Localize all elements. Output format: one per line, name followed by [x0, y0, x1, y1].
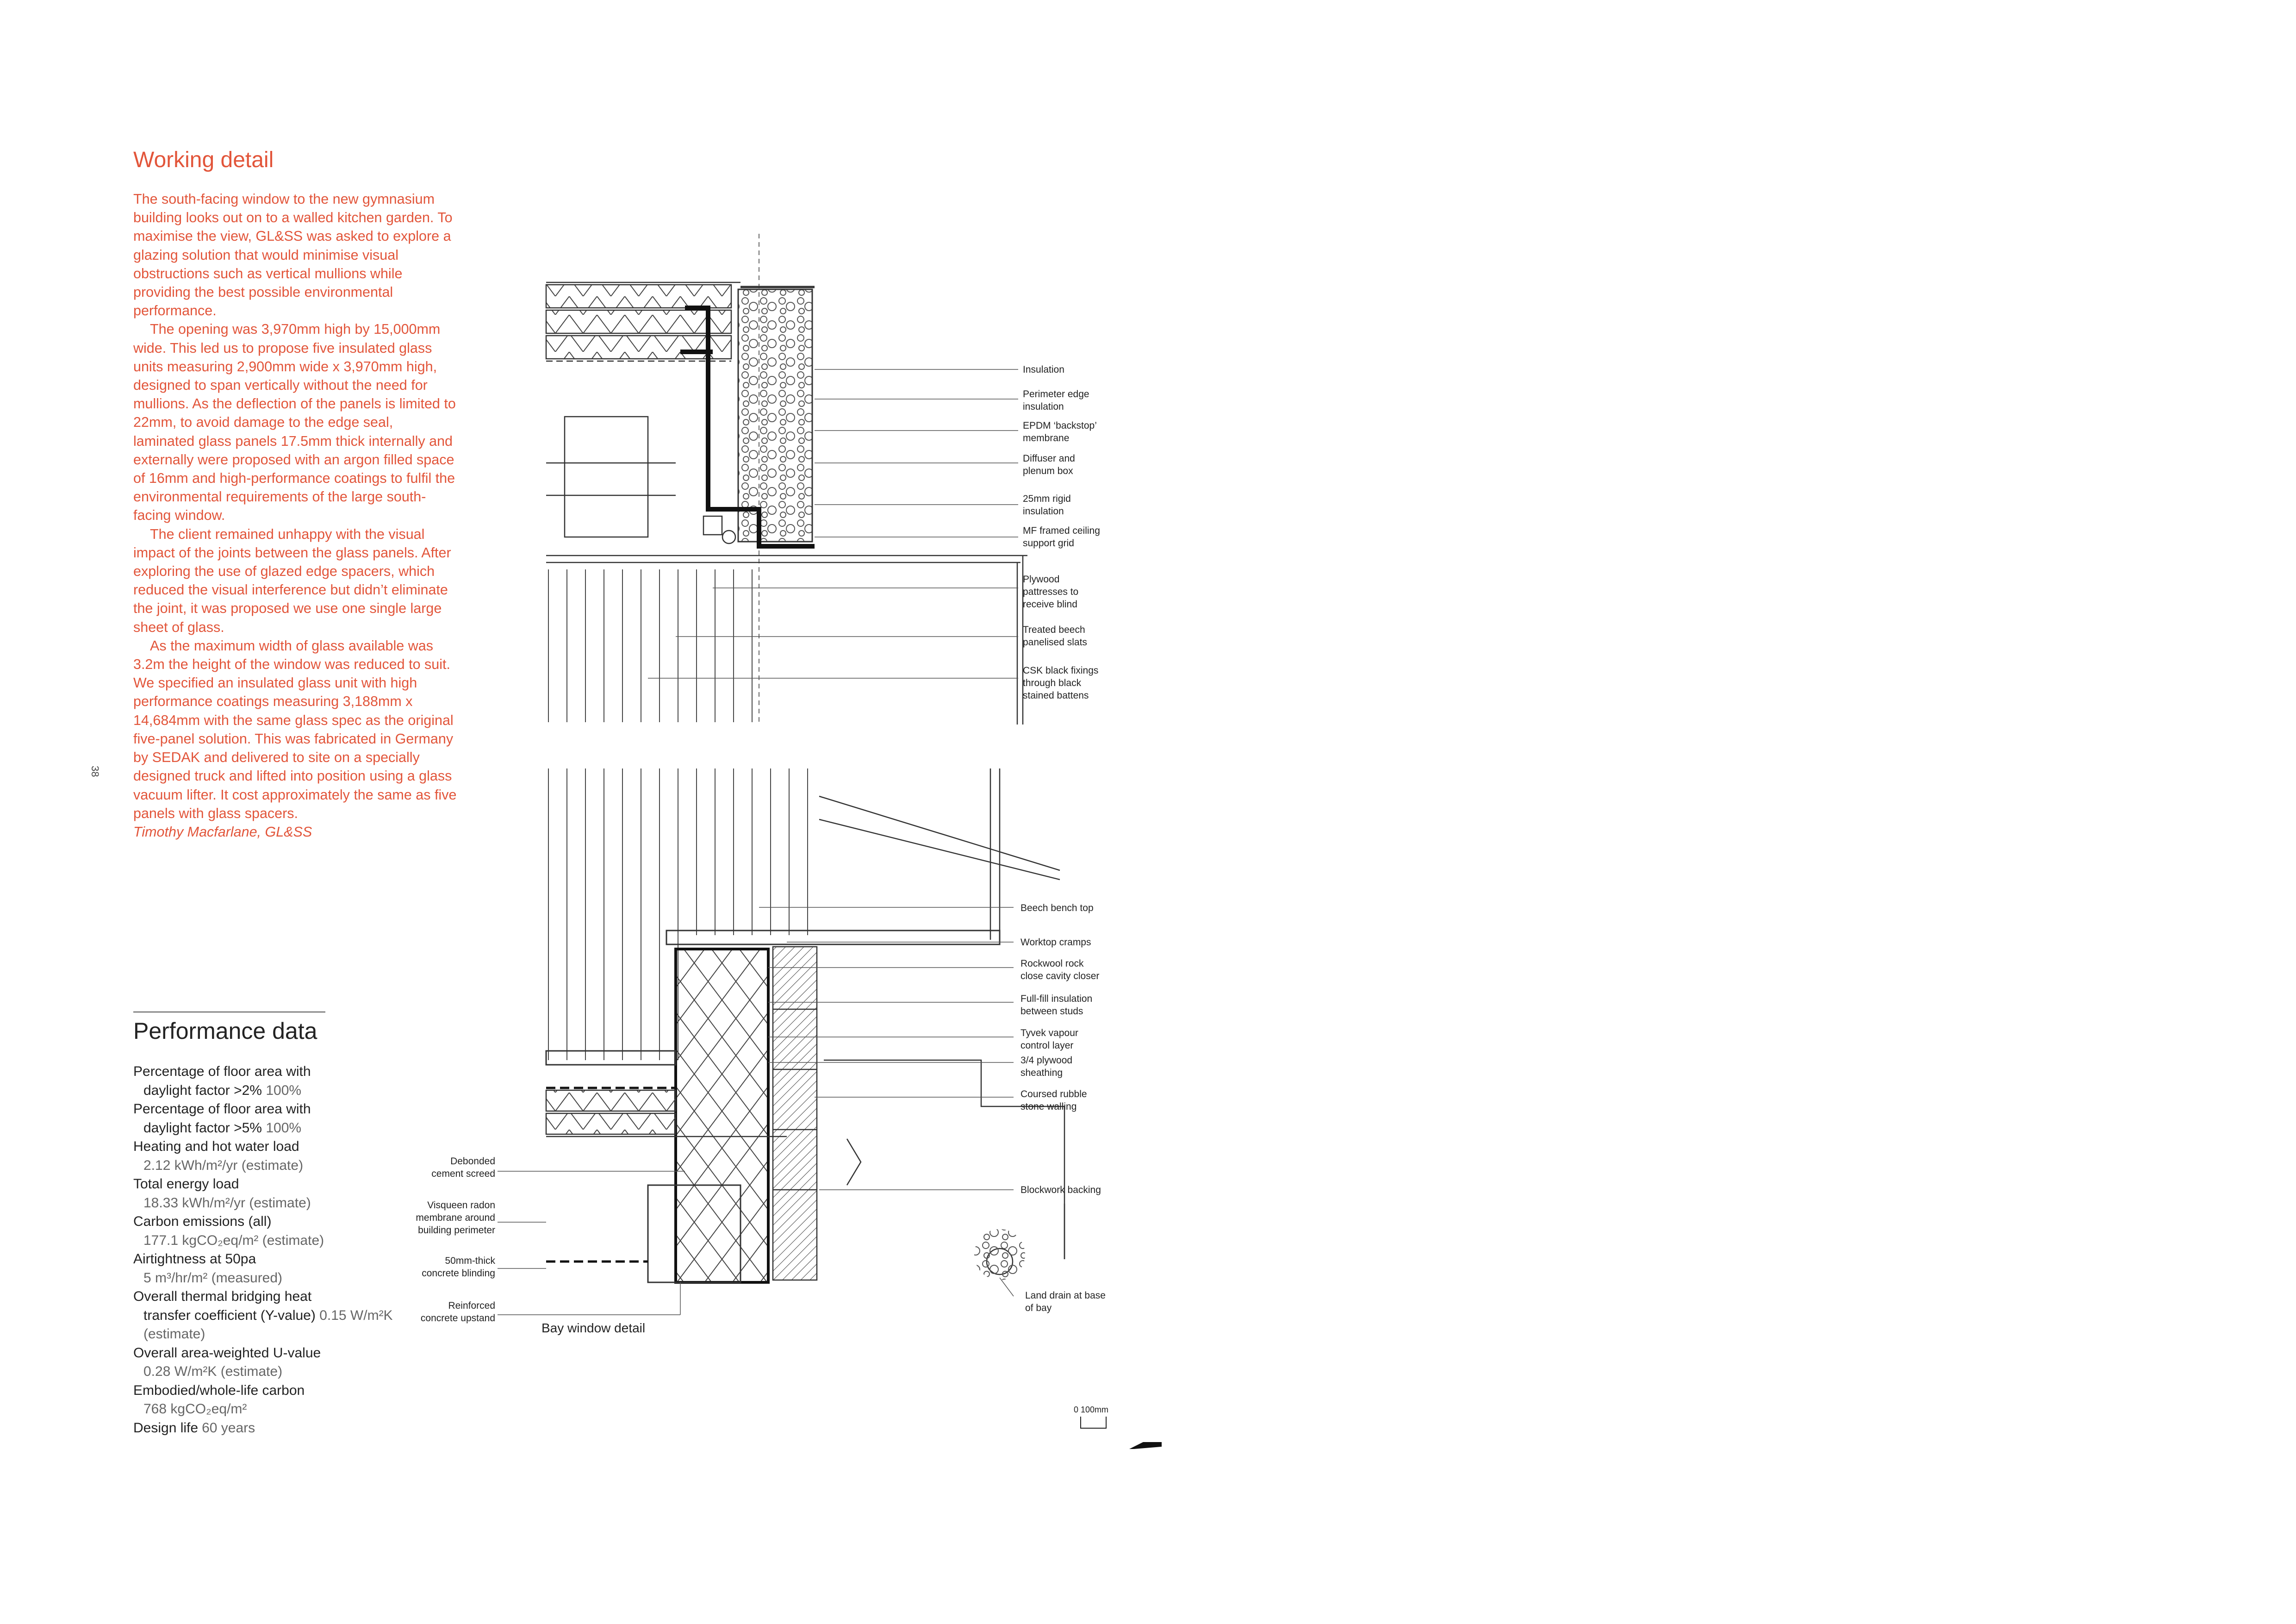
performance-item: Overall thermal bridging heat transfer co…	[133, 1287, 411, 1344]
performance-item-label: Embodied/whole-life carbon	[133, 1382, 305, 1398]
performance-item-label: Percentage of floor area with	[133, 1064, 311, 1079]
label-radon-membrane: Visqueen radon membrane around building …	[416, 1200, 495, 1236]
lower-section	[545, 768, 1065, 1284]
performance-item-detail: 18.33 kWh/m²/yr (estimate)	[133, 1194, 411, 1213]
label-csk-fixings: CSK black fixings through black stained …	[1023, 665, 1099, 701]
performance-item: Percentage of floor area with daylight fa…	[133, 1062, 411, 1100]
performance-item-label: Percentage of floor area with	[133, 1101, 311, 1117]
label-beech-slats: Treated beech panelised slats	[1023, 625, 1087, 648]
label-rockwool-closer: Rockwool rock close cavity closer	[1020, 958, 1100, 981]
label-blockwork-backing: Blockwork backing	[1020, 1185, 1101, 1195]
label-insulation: Insulation	[1023, 364, 1064, 375]
label-rubble-stone: Coursed rubble stone walling	[1020, 1089, 1087, 1112]
label-perimeter-edge-insulation: Perimeter edge insulation	[1023, 389, 1089, 412]
performance-item-detail: 5 m³/hr/m² (measured)	[133, 1269, 411, 1288]
performance-item: Embodied/whole-life carbon 768 kgCO₂eq/m²	[133, 1381, 411, 1419]
performance-item-detail: 2.12 kWh/m²/yr (estimate)	[133, 1156, 411, 1175]
label-worktop-cramps: Worktop cramps	[1020, 937, 1091, 948]
performance-item: Percentage of floor area with daylight fa…	[133, 1100, 411, 1137]
label-concrete-upstand: Reinforced concrete upstand	[420, 1300, 495, 1324]
working-detail-paragraph-3: The client remained unhappy with the vis…	[133, 526, 451, 635]
drawing-caption: Bay window detail	[541, 1321, 646, 1335]
label-rigid-insulation: 25mm rigid insulation	[1023, 493, 1071, 517]
label-full-fill-insulation: Full-fill insulation between studs	[1020, 993, 1093, 1017]
performance-item: Total energy load 18.33 kWh/m²/yr (estima…	[133, 1175, 411, 1212]
leader-lines-right	[648, 369, 1018, 1297]
performance-item-detail: 0.28 W/m²K (estimate)	[133, 1362, 411, 1381]
performance-item-value: 768 kgCO₂eq/m²	[143, 1401, 247, 1417]
performance-item-label-continued: daylight factor >5%	[143, 1120, 262, 1136]
working-detail-body: The south-facing window to the new gymna…	[133, 190, 457, 841]
performance-item-label: Design life	[133, 1420, 199, 1436]
performance-item-value: 60 years	[202, 1420, 255, 1436]
label-diffuser-plenum: Diffuser and plenum box	[1023, 453, 1075, 476]
performance-item-detail: 60 years	[198, 1420, 255, 1436]
label-plywood-pattresses: Plywood pattresses to receive blind	[1023, 574, 1079, 610]
performance-title: Performance data	[133, 1018, 317, 1044]
performance-item-value: 5 m³/hr/m² (measured)	[143, 1270, 283, 1286]
label-plywood-sheathing: 3/4 plywood sheathing	[1020, 1055, 1073, 1078]
performance-item-value: 0.15 W/m²K (estimate)	[143, 1307, 393, 1342]
performance-item-detail: daylight factor >2% 100%	[133, 1081, 411, 1100]
performance-item-label-continued: daylight factor >2%	[143, 1082, 262, 1098]
performance-item: Airtightness at 50pa 5 m³/hr/m² (measured…	[133, 1250, 411, 1287]
working-detail-paragraph-4: As the maximum width of glass available …	[133, 637, 457, 821]
performance-item-detail: daylight factor >5% 100%	[133, 1119, 411, 1138]
performance-item-value: 2.12 kWh/m²/yr (estimate)	[143, 1157, 304, 1173]
performance-item-value: 100%	[266, 1082, 302, 1098]
performance-item-value: 18.33 kWh/m²/yr (estimate)	[143, 1195, 311, 1211]
scale-label: 0 100mm	[1074, 1405, 1109, 1414]
upper-section	[545, 234, 1027, 725]
label-ceiling-grid: MF framed ceiling support grid	[1023, 525, 1100, 549]
performance-item-label: Heating and hot water load	[133, 1139, 299, 1154]
performance-item-detail: 768 kgCO₂eq/m²	[133, 1400, 411, 1419]
label-land-drain: Land drain at base of bay	[1025, 1290, 1106, 1313]
scale-bar	[1080, 1417, 1162, 1449]
performance-item-label: Overall area-weighted U-value	[133, 1345, 321, 1361]
performance-item-label: Carbon emissions (all)	[133, 1214, 272, 1229]
performance-item-label-continued: transfer coefficient (Y-value)	[143, 1307, 316, 1323]
performance-item-value: 177.1 kgCO₂eq/m² (estimate)	[143, 1232, 324, 1248]
performance-item-value: 100%	[266, 1120, 302, 1136]
label-beech-bench-top: Beech bench top	[1020, 903, 1094, 913]
performance-item-value: 0.28 W/m²K (estimate)	[143, 1364, 283, 1379]
working-detail-credit: Timothy Macfarlane, GL&SS	[133, 824, 312, 840]
performance-item: Carbon emissions (all) 177.1 kgCO₂eq/m² (…	[133, 1212, 411, 1250]
label-tyvek-layer: Tyvek vapour control layer	[1020, 1028, 1078, 1051]
working-detail-paragraph-2: The opening was 3,970mm high by 15,000mm…	[133, 321, 456, 524]
leader-lines-left	[498, 1171, 685, 1315]
performance-item-detail: transfer coefficient (Y-value) 0.15 W/m²…	[133, 1306, 411, 1344]
label-concrete-blinding: 50mm-thick concrete blinding	[422, 1255, 495, 1279]
working-detail-paragraph-1: The south-facing window to the new gymna…	[133, 191, 453, 319]
performance-item-label: Total energy load	[133, 1176, 239, 1192]
working-detail-title: Working detail	[133, 148, 274, 172]
label-epdm-membrane: EPDM ‘backstop’ membrane	[1023, 420, 1097, 443]
performance-item-detail: 177.1 kgCO₂eq/m² (estimate)	[133, 1231, 411, 1250]
performance-item: Overall area-weighted U-value 0.28 W/m²K …	[133, 1344, 411, 1381]
label-cement-screed: Debonded cement screed	[431, 1156, 495, 1179]
performance-item: Heating and hot water load 2.12 kWh/m²/yr…	[133, 1137, 411, 1175]
performance-item-label: Airtightness at 50pa	[133, 1251, 256, 1267]
performance-item-label: Overall thermal bridging heat	[133, 1289, 312, 1304]
